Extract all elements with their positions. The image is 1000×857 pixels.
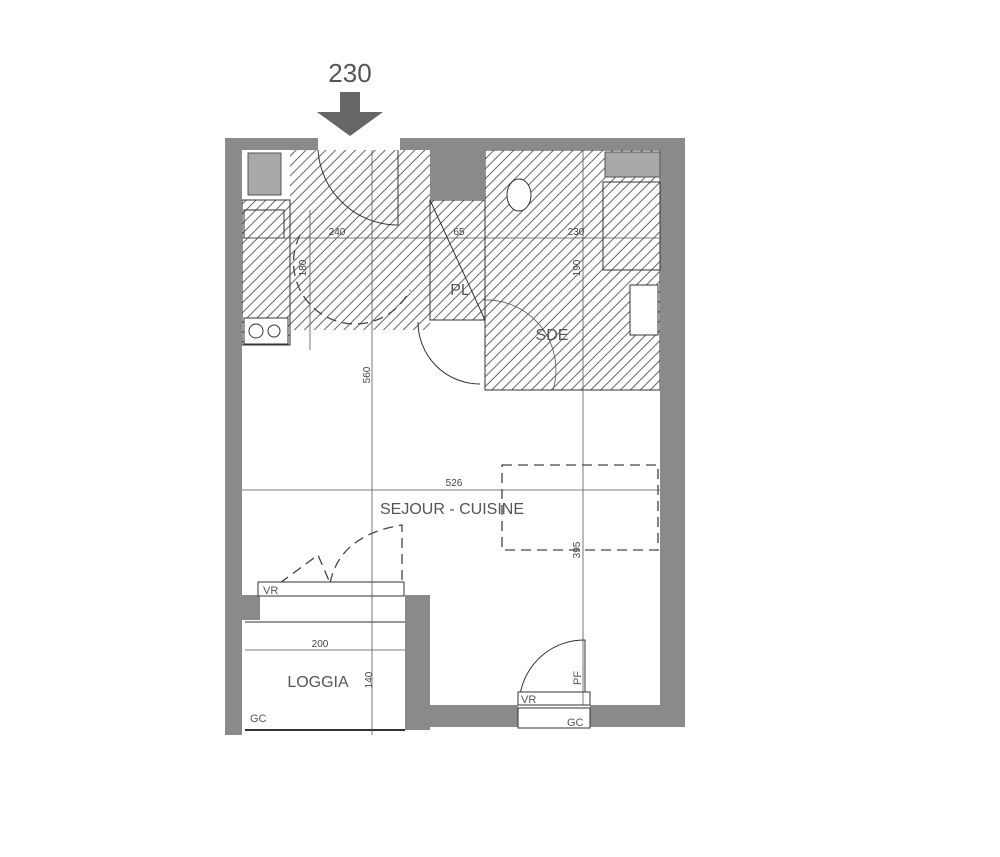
- annotation-vr-right: VR: [521, 694, 536, 706]
- entry-hatch: [290, 150, 430, 330]
- annotation-gc-right: GC: [567, 717, 584, 729]
- dim-bath-width: 230: [568, 227, 585, 238]
- dim-total-depth: 560: [362, 366, 373, 383]
- entry-arrow-icon: [317, 92, 383, 136]
- entry-label: 230: [328, 58, 371, 88]
- walls: [225, 138, 685, 735]
- loggia-door-swing: [279, 524, 403, 584]
- closet-door-swing: [417, 321, 481, 385]
- shaft-right: [604, 151, 661, 178]
- balcony-door-swing: [519, 639, 586, 705]
- dim-loggia-depth: 140: [364, 671, 375, 688]
- washbasin: [629, 284, 659, 336]
- dim-loggia-width: 200: [312, 639, 329, 650]
- annotation-vr-left: VR: [263, 585, 278, 597]
- entry-turn-circle: [292, 234, 411, 325]
- shower: [602, 181, 661, 271]
- dim-living-depth: 395: [572, 541, 583, 558]
- stove-icon: [243, 317, 289, 345]
- dim-living-width: 526: [446, 478, 463, 489]
- dim-bath-depth: 190: [572, 259, 583, 276]
- toilet-icon: [506, 178, 532, 212]
- room-label-closet: PL: [450, 282, 470, 299]
- room-label-loggia: LOGGIA: [287, 674, 349, 691]
- dim-entry-width: 240: [329, 227, 346, 238]
- room-label-bathroom: SDE: [536, 327, 569, 344]
- dim-entry-depth: 180: [298, 259, 309, 276]
- entry-door-swing: [317, 149, 399, 226]
- room-label-living: SEJOUR - CUISINE: [380, 501, 524, 518]
- dim-closet-width: 65: [453, 227, 465, 238]
- bathroom-door-swing: [482, 299, 557, 391]
- annotation-gc-left: GC: [250, 713, 267, 725]
- bed-outline: [501, 464, 659, 551]
- annotation-pf: PF: [572, 671, 584, 685]
- shaft-left: [247, 152, 282, 196]
